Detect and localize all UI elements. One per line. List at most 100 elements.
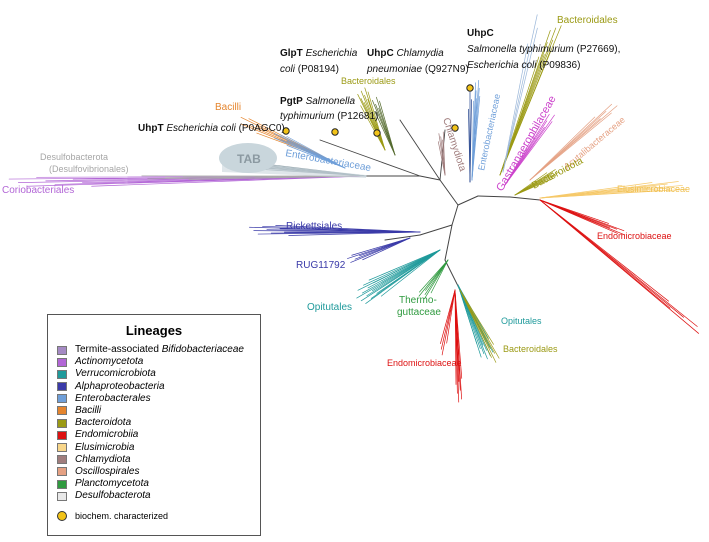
branch-enterobacteriaceae-top — [469, 99, 472, 183]
branch-elusimicrobiaceae — [539, 182, 653, 199]
legend-item: Bacilli — [48, 405, 260, 417]
svg-text:UhpC: UhpC — [467, 28, 494, 39]
backbone — [439, 179, 459, 206]
legend-item-name: Oscillospirales — [75, 465, 140, 477]
legend-item: Actinomycetota — [48, 356, 260, 368]
label-thermo-2: guttaceae — [397, 307, 441, 318]
characterized-dot-icon — [57, 511, 67, 522]
backbone — [399, 119, 441, 181]
branch-opitutales — [376, 249, 441, 294]
legend-item-name: Enterobacterales — [75, 392, 151, 404]
branch-bacteroidales-top — [502, 27, 538, 173]
legend-item-prefix: Termite-associated — [75, 344, 162, 355]
legend-item-name: Bifidobacteriaceae — [161, 344, 244, 355]
backbone — [509, 196, 541, 201]
svg-text:UhpT Escherichia coli (P0AGC0): UhpT Escherichia coli (P0AGC0) — [138, 123, 285, 134]
backbone — [444, 259, 461, 291]
svg-text:typhimurium (P12681): typhimurium (P12681) — [280, 111, 378, 122]
branch-bacteroidales-mid — [379, 100, 396, 156]
branch-thermoguttaceae — [418, 259, 449, 297]
branch-opitutales — [363, 249, 441, 286]
backbone — [384, 234, 421, 241]
legend-swatch — [57, 443, 67, 452]
branch-bacteroidales-top — [502, 14, 538, 173]
legend-item-name: Verrucomicrobiota — [75, 368, 156, 380]
legend-item: Alphaproteobacteria — [48, 381, 260, 393]
legend-swatch — [57, 369, 67, 379]
backbone — [457, 195, 479, 206]
annotation-uhpc-top: UhpC Salmonella typhimurium (P27669), Es… — [467, 28, 620, 71]
legend-item-name: Endomicrobiia — [75, 429, 139, 441]
legend-swatch — [57, 479, 67, 489]
label-opitutales-right: Opitutales — [501, 316, 542, 326]
branch-bacteroidales-top — [499, 25, 562, 176]
backbone — [477, 195, 511, 198]
annotation-uhpt: UhpT Escherichia coli (P0AGC0) — [138, 123, 285, 134]
legend-characterized-label: biochem. characterized — [75, 511, 169, 522]
label-rickettsiales: Rickettsiales — [286, 221, 342, 232]
branch-bacteroidales-mid — [367, 91, 386, 151]
label-enterobacteriaceae-top: Enterobacteriaceae — [476, 93, 502, 171]
branch-bacteroidota — [514, 178, 554, 196]
legend-item: Termite-associated Bifidobacteriaceae — [48, 344, 260, 356]
legend-swatch — [57, 418, 67, 428]
label-thermo-1: Thermo- — [399, 295, 437, 306]
svg-text:Salmonella typhimurium (P27669: Salmonella typhimurium (P27669), — [467, 44, 620, 55]
branch-acutalibacteraceae — [529, 112, 612, 181]
label-rug11792: RUG11792 — [296, 260, 346, 271]
svg-text:PgtP Salmonella: PgtP Salmonella — [280, 96, 355, 107]
legend-item: Desulfobacterota — [48, 490, 260, 502]
characterized-marker — [282, 127, 290, 135]
branch-opitutales — [357, 249, 441, 291]
annotation-glpt: GlpT Escherichia coli (P08194) — [280, 48, 358, 75]
branch-bacteroidales-mid — [360, 105, 386, 151]
label-bacteroidales-low: Bacteroidales — [503, 344, 558, 354]
legend-swatch — [57, 430, 67, 440]
legend-swatch — [57, 406, 67, 416]
annotation-uhpc-chlamydia: UhpC Chlamydia pneumoniae (Q927N9) — [366, 48, 469, 75]
svg-text:coli (P08194): coli (P08194) — [280, 64, 339, 75]
branch-bacteroidales-top — [502, 43, 529, 173]
label-tab: TAB — [237, 152, 261, 166]
branch-opitutales — [380, 249, 441, 297]
branch-enterobacteriaceae — [286, 136, 346, 169]
backbone — [444, 224, 453, 261]
label-endomicrobiaceae-low: Endomicrobiaceae — [387, 358, 462, 368]
branch-endomicrobiaceae-low — [446, 289, 456, 344]
svg-text:pneumoniae (Q927N9): pneumoniae (Q927N9) — [366, 64, 469, 75]
legend-item-name: Elusimicrobia — [75, 441, 135, 453]
branch-opitutales-right — [457, 284, 482, 358]
label-endomicrobiaceae-right: Endomicrobiaceae — [597, 231, 672, 241]
label-opitutales-left: Opitutales — [307, 302, 352, 313]
legend-item-name: Bacilli — [75, 404, 102, 416]
branch-endomicrobiaceae-low — [454, 289, 457, 385]
legend-item: Verrucomicrobiota — [48, 368, 260, 380]
legend-item-name: Alphaproteobacteria — [75, 380, 165, 392]
tree-branches — [8, 14, 700, 403]
branch-gastranaerophilaceae — [504, 121, 553, 186]
branch-endomicrobiaceae — [539, 199, 700, 334]
label-bacteroidales-top: Bacteroidales — [557, 15, 618, 26]
label-coriobacteriales: Coriobacteriales — [2, 185, 74, 196]
legend-swatch — [57, 455, 67, 465]
legend-swatch — [57, 491, 67, 501]
characterized-marker — [451, 124, 459, 132]
branch-endomicrobiaceae-low — [440, 289, 456, 344]
characterized-marker — [466, 84, 474, 92]
label-desulfo-1: Desulfobacterota — [40, 152, 108, 162]
label-desulfo-2: (Desulfovibrionales) — [49, 164, 129, 174]
lineage-legend: Lineages Termite-associated Bifidobacter… — [47, 314, 261, 536]
branch-rug11792 — [351, 237, 411, 256]
legend-item: Endomicrobiia — [48, 429, 260, 441]
branch-rickettsiales — [275, 225, 421, 233]
legend-item-name: Desulfobacterota — [75, 490, 151, 502]
characterized-marker — [373, 129, 381, 137]
legend-swatch — [57, 394, 67, 404]
legend-swatch — [57, 467, 67, 477]
legend-item-name: Bacteroidota — [75, 417, 132, 429]
legend-title: Lineages — [125, 323, 183, 338]
legend-characterized: biochem. characterized — [48, 510, 260, 522]
